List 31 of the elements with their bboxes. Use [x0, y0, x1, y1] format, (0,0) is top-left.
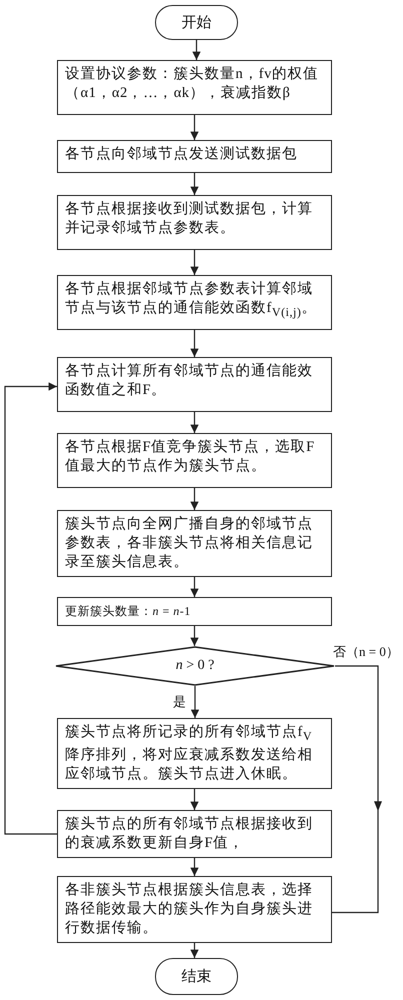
- arrow: [190, 173, 199, 195]
- edge-label: 是: [172, 693, 187, 711]
- process-box: 各节点计算所有邻域节点的通信能效函数值之和F。: [57, 357, 332, 412]
- condition-text: n > 0 ?: [174, 658, 216, 674]
- process-box: 簇头节点将所记录的所有邻域节点f$_{V}$降序排列，将对应衰减系数发送给相应邻域节点。簇头节点进入休眠。: [57, 718, 332, 789]
- arrow: [4, 382, 57, 835]
- arrow: [190, 626, 199, 646]
- process-box: 各节点根据F值竞争簇头节点，选取F值最大的节点作为簇头节点。: [57, 433, 332, 488]
- arrow: [190, 577, 199, 597]
- arrow: [190, 250, 199, 275]
- arrow: [192, 40, 201, 60]
- arrow: [190, 330, 199, 357]
- arrow: [190, 788, 199, 810]
- arrow: [190, 412, 199, 433]
- process-box: 各节点根据邻域节点参数表计算邻域节点与该节点的通信能效函数f$_{V(i,j)}$。: [57, 275, 332, 330]
- process-box: 簇头节点的所有邻域节点根据接收到的衰减系数更新自身F值，: [57, 810, 332, 858]
- terminal-box: 结束: [155, 958, 238, 995]
- process-box: 各节点向邻域节点发送测试数据包: [57, 140, 332, 173]
- process-box: 设置协议参数：簇头数量n，fv的权值（α1，α2，…，αk），衰减指数β: [57, 60, 332, 115]
- process-box: 各节点根据接收到测试数据包，计算并记录邻域节点参数表。: [57, 195, 332, 250]
- process-box: 更新簇头数量：n = n-1: [57, 597, 332, 626]
- process-box: 簇头节点向全网广播自身的邻域节点参数表，各非簇头节点将相关信息记录至簇头信息表。: [57, 510, 332, 577]
- arrow: [190, 686, 200, 718]
- arrow: [190, 488, 199, 510]
- arrow: [190, 858, 199, 876]
- arrow: [190, 115, 199, 140]
- arrow: [190, 943, 199, 958]
- arrow: [332, 665, 382, 914]
- terminal-box: 开始: [155, 5, 238, 40]
- process-box: 各非簇头节点根据簇头信息表，选择路径能效最大的簇头作为自身簇头进行数据传输。: [57, 876, 332, 943]
- decision-diamond: [55, 646, 335, 686]
